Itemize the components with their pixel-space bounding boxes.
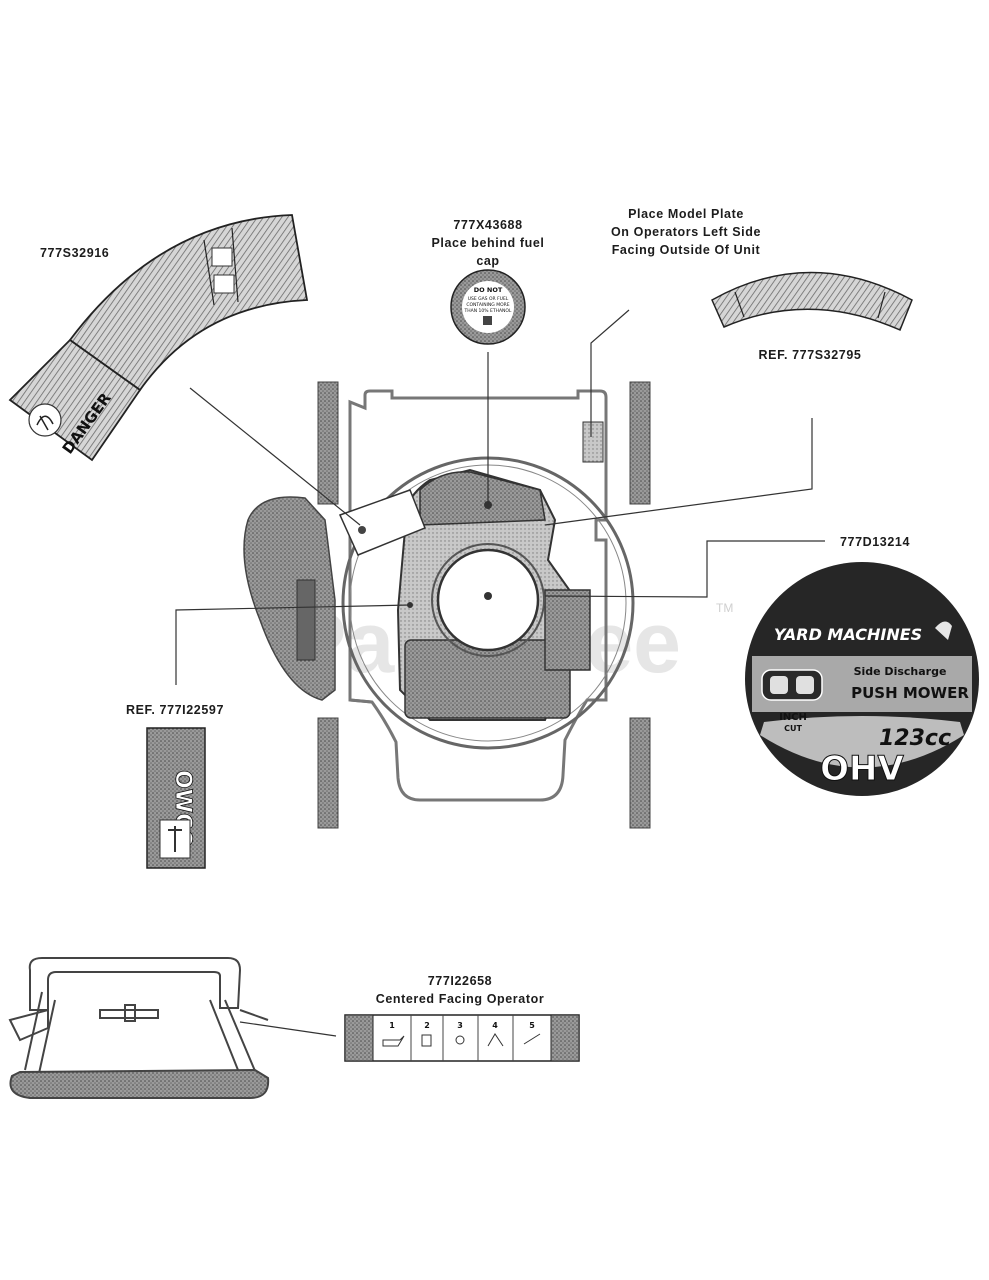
round-decal-part-label: 777D13214: [839, 535, 911, 549]
side-decal-ref-label: REF. 777I22597: [125, 703, 225, 717]
hand-warning-icon: [28, 403, 62, 437]
leader-handle-decal: [239, 1021, 337, 1037]
mower-handle: [8, 957, 270, 1099]
model-plate-line-2: On Operators Left Side: [610, 225, 762, 239]
danger-decal-part-label: 777S32916: [40, 246, 110, 260]
leader-lines: [175, 309, 825, 1037]
fuel-cap-line-2: USE GAS OR FUEL: [468, 296, 509, 302]
fuel-cap-note-2: cap: [476, 254, 500, 268]
oil-can-icon: [382, 1035, 405, 1047]
engine-center-dot: [484, 592, 492, 600]
leader-round-decal: [544, 540, 825, 598]
round-decal-line-1: Side Discharge: [854, 665, 947, 678]
leader-danger: [189, 387, 361, 526]
handle-step-2: 2: [424, 1021, 430, 1030]
handle-step-3: 3: [457, 1021, 463, 1030]
bail-icon: [487, 1033, 504, 1047]
wheel-rear-right: [629, 381, 651, 505]
fuel-cap-note-1: Place behind fuel: [431, 236, 545, 250]
fuel-cap-part-label: 777X43688: [453, 218, 523, 232]
model-plate-line-1: Place Model Plate: [628, 207, 744, 221]
wheels: [317, 381, 651, 829]
handle-decal-note: Centered Facing Operator: [375, 992, 545, 1006]
pull-start-icon: [523, 1033, 541, 1045]
side-decal-on-chute: [296, 579, 316, 661]
fuel-cap-decal: DO NOT USE GAS OR FUEL CONTAINING MORE T…: [450, 269, 526, 345]
rear-decal-ref-label: REF. 777S32795: [758, 348, 862, 362]
round-model-decal: YARD MACHINES Side Discharge PUSH MOWER …: [745, 562, 979, 796]
handle-step-5: 5: [529, 1021, 535, 1030]
handle-decal: 1 2 3 4 5: [344, 1014, 580, 1062]
wheel-front-right: [629, 717, 651, 829]
leader-side-decal: [175, 604, 411, 685]
handle-decal-part-label: 777I22658: [427, 974, 493, 988]
round-decal-displacement: 123cc: [879, 726, 951, 751]
discharge-chute: [243, 496, 336, 701]
fuel-can-icon: [483, 316, 492, 325]
handle-step-1: 1: [389, 1021, 395, 1030]
round-decal-engine: OHV: [820, 749, 904, 789]
primer-icon: [455, 1035, 465, 1045]
engine: [338, 421, 604, 721]
fuel-cap-line-4: THAN 10% ETHANOL: [464, 308, 512, 314]
wheel-front-left: [317, 717, 339, 829]
side-decal: OWCO: [146, 727, 206, 869]
fuel-cap-line-1: DO NOT: [474, 286, 503, 294]
leader-rear-decal: [544, 418, 813, 526]
model-plate-line-3: Facing Outside Of Unit: [611, 243, 761, 257]
model-plate-location: [582, 421, 604, 463]
danger-decal: DANGER: [8, 214, 309, 462]
mower-deck: [348, 389, 608, 802]
fuel-cap-line-3: CONTAINING MORE: [466, 302, 509, 308]
fuel-can-step-icon: [421, 1034, 432, 1047]
round-decal-brand: YARD MACHINES: [774, 625, 922, 644]
round-decal-size-line-2: CUT: [784, 724, 802, 733]
round-decal-size-line-1: INCH: [779, 712, 807, 723]
leader-model-plate: [590, 309, 630, 437]
brand-swoosh-icon: [935, 621, 952, 640]
round-decal-line-2: PUSH MOWER: [851, 684, 969, 702]
rear-decal: [711, 271, 913, 332]
handle-step-4: 4: [492, 1021, 498, 1030]
watermark-tm: TM: [716, 601, 733, 615]
wheel-rear-left: [317, 381, 339, 505]
